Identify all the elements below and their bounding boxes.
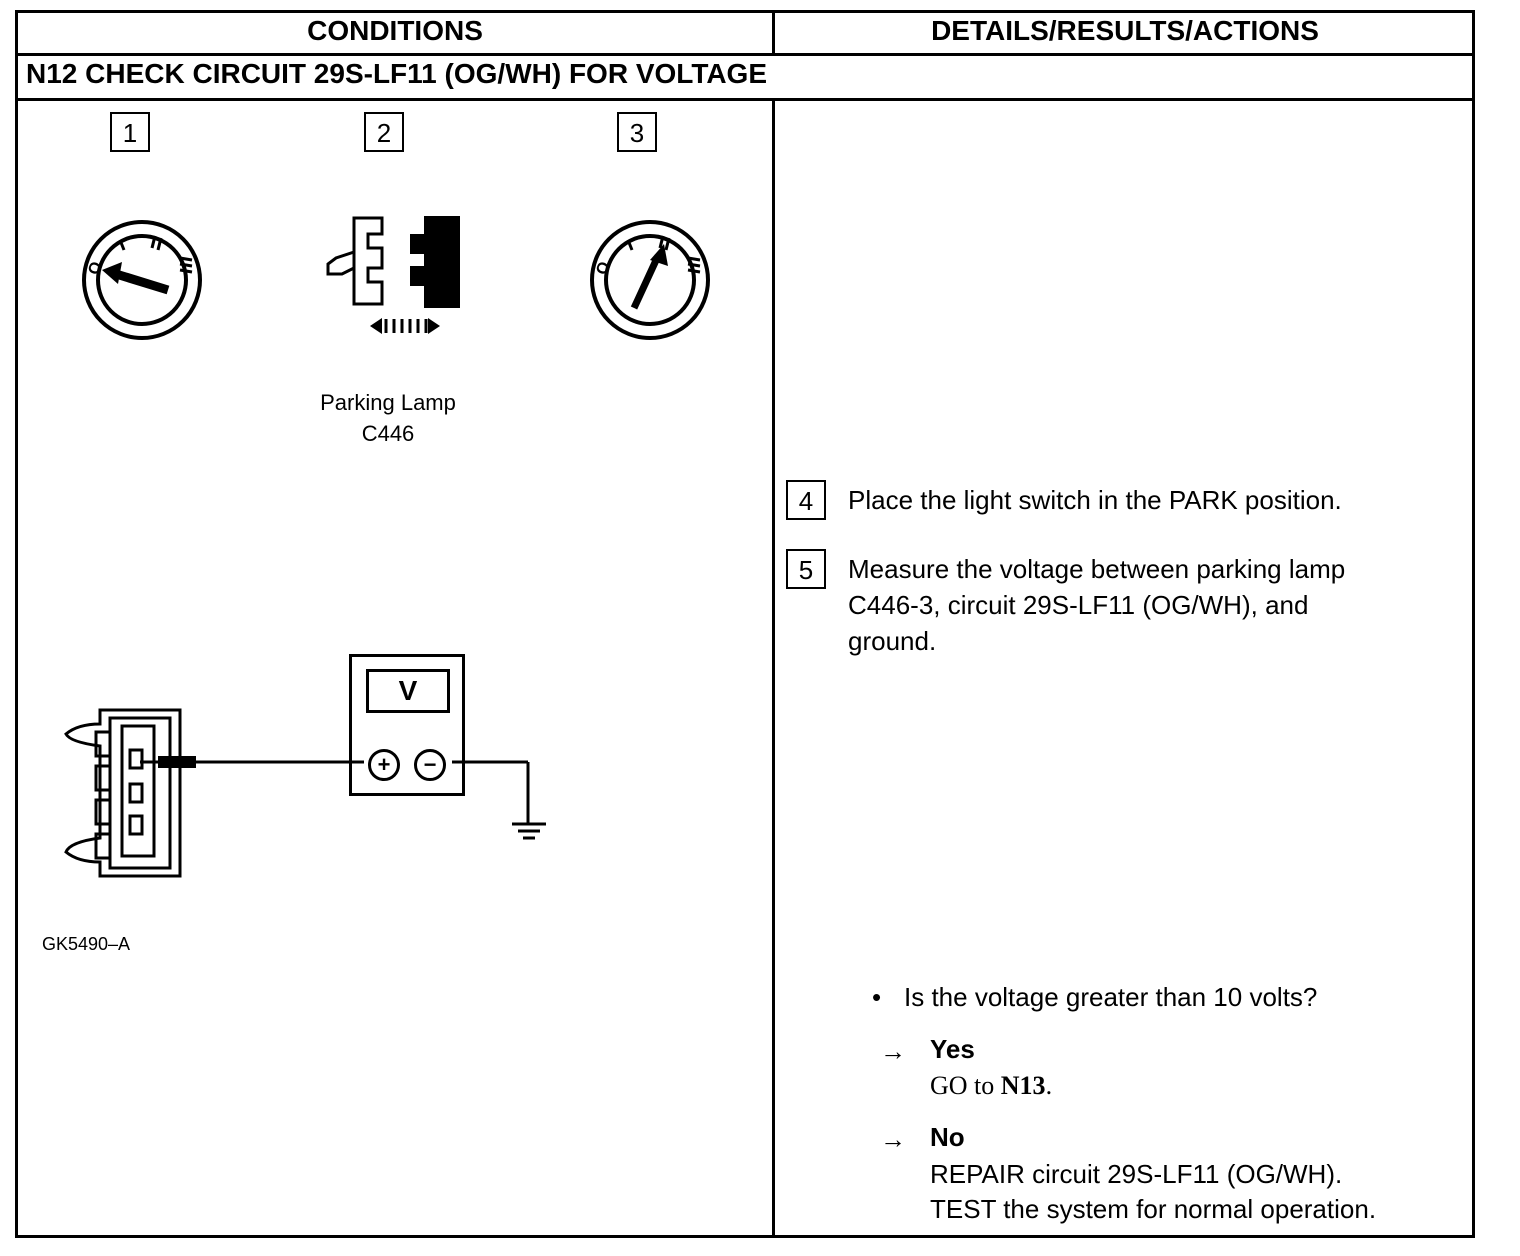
details-header: DETAILS/RESULTS/ACTIONS	[931, 15, 1319, 46]
step-5-text-line1: Measure the voltage between parking lamp	[848, 554, 1346, 584]
voltmeter: V + −	[349, 654, 465, 796]
table-frame	[15, 10, 1475, 1238]
yes-action-prefix: GO to	[930, 1071, 1001, 1100]
header-divider	[15, 53, 1475, 56]
no-action-line2: TEST the system for normal operation.	[930, 1194, 1377, 1224]
no-action-line1: REPAIR circuit 29S-LF11 (OG/WH).	[930, 1159, 1343, 1189]
yes-action: GO to N13.	[930, 1068, 1052, 1104]
title-divider	[15, 98, 1475, 101]
yes-action-target: N13	[1000, 1071, 1046, 1100]
step-4-text: Place the light switch in the PARK posit…	[848, 485, 1342, 515]
svg-text:O: O	[593, 260, 613, 278]
connector-caption-line2: C446	[361, 421, 415, 446]
connector-caption-line1: Parking Lamp	[320, 390, 456, 415]
minus-label: −	[423, 752, 437, 777]
step-4-box: 4	[786, 480, 826, 520]
test-title: N12 CHECK CIRCUIT 29S-LF11 (OG/WH) FOR V…	[26, 58, 768, 89]
connector-face-diagram	[64, 708, 182, 878]
column-divider	[772, 10, 775, 55]
voltmeter-plus-terminal: +	[368, 749, 400, 781]
yes-arrow: →	[880, 1036, 906, 1066]
no-label: No	[930, 1122, 965, 1152]
voltmeter-display: V	[366, 669, 450, 713]
test-lead-wire	[140, 756, 530, 824]
plus-label: +	[377, 752, 391, 777]
ground-symbol-icon	[512, 822, 546, 840]
conditions-header: CONDITIONS	[307, 15, 483, 46]
yes-label: Yes	[930, 1034, 975, 1064]
step-2-box: 2	[364, 112, 404, 152]
question-text: Is the voltage greater than 10 volts?	[904, 982, 1318, 1012]
column-divider-body	[772, 100, 775, 1238]
step-1-box: 1	[110, 112, 150, 152]
svg-text:O: O	[85, 260, 105, 278]
connector-disconnect-icon	[326, 216, 460, 334]
step-5-text-line2: C446-3, circuit 29S-LF11 (OG/WH), and	[848, 590, 1309, 620]
voltmeter-symbol: V	[398, 675, 418, 706]
step-3-box: 3	[617, 112, 657, 152]
yes-action-suffix: .	[1045, 1071, 1053, 1100]
question-bullet: •	[872, 982, 882, 1012]
figure-id: GK5490–A	[42, 934, 131, 954]
no-arrow: →	[880, 1124, 906, 1154]
ignition-switch-off-icon: O	[82, 220, 202, 340]
ignition-switch-on-icon: O	[590, 220, 710, 340]
step-5-text-line3: ground.	[848, 626, 937, 656]
step-5-box: 5	[786, 549, 826, 589]
voltmeter-minus-terminal: −	[414, 749, 446, 781]
